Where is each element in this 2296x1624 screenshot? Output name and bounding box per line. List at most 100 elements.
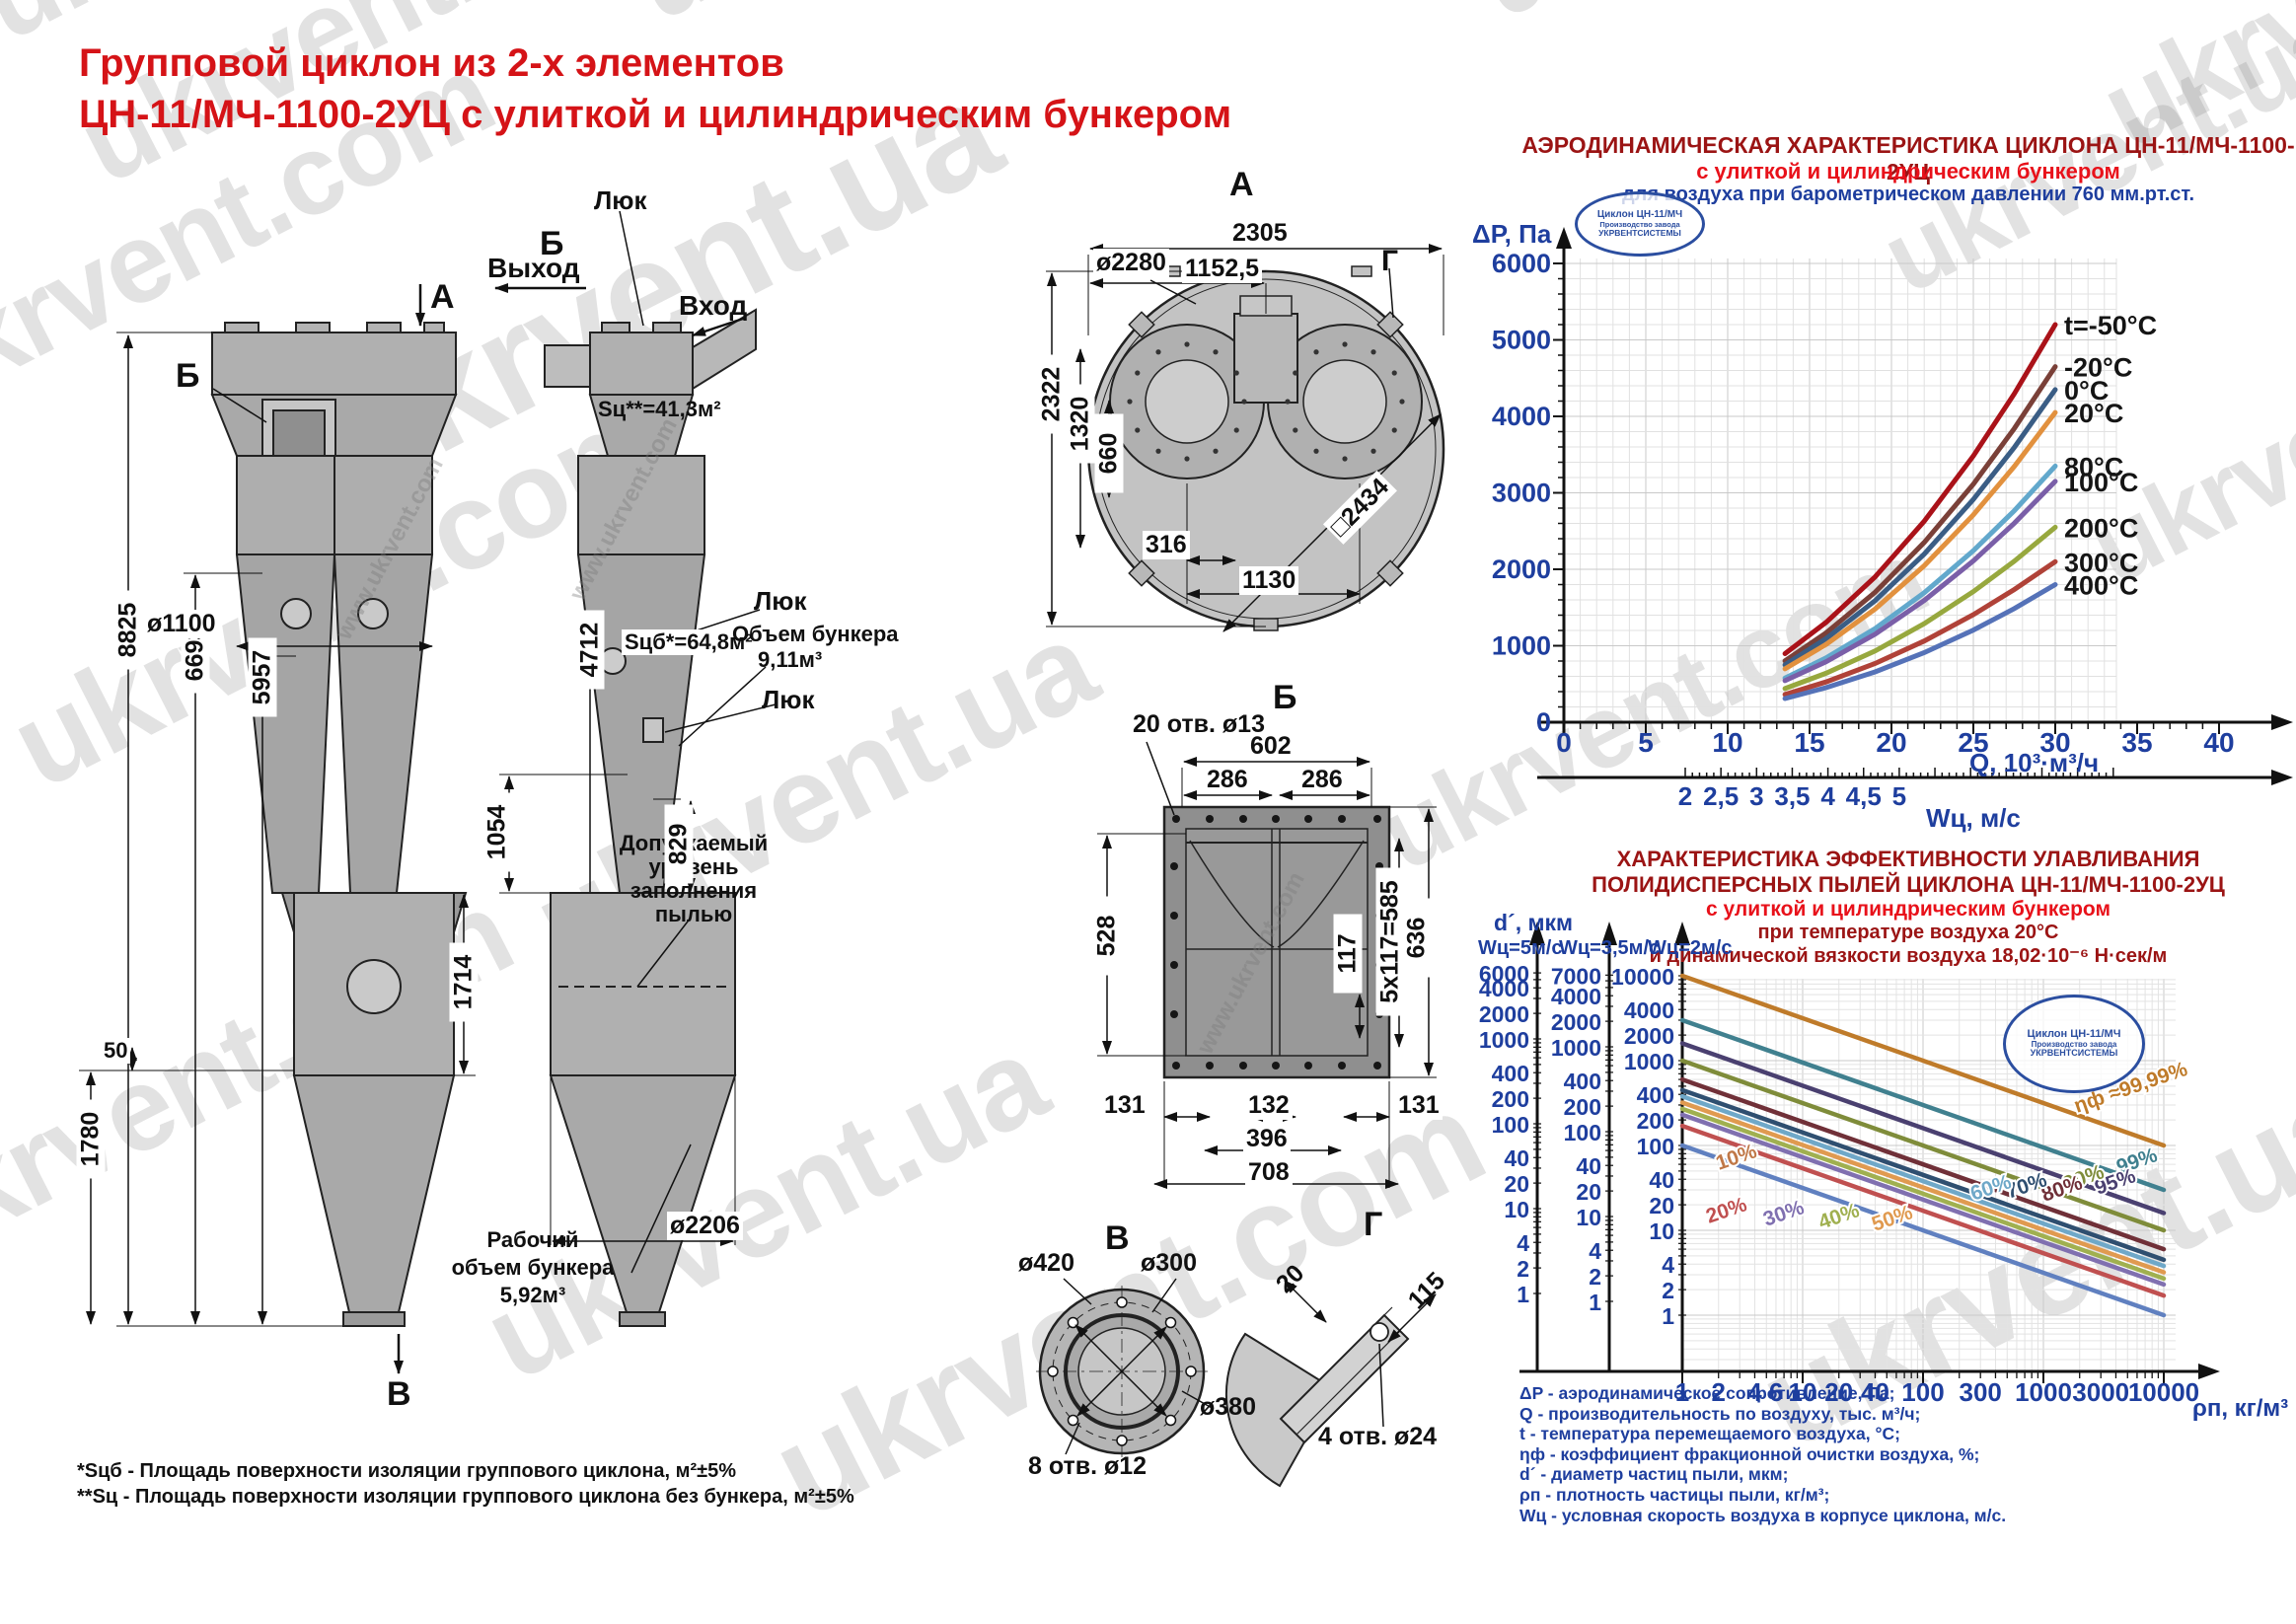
svg-text:1: 1 [1675,1377,1689,1407]
svg-text:5: 5 [1638,727,1654,758]
svg-text:200: 200 [1492,1086,1529,1112]
svg-text:10000: 10000 [2128,1377,2199,1407]
svg-text:10: 10 [1576,1205,1601,1230]
chart1-legend-label: 400°C [2064,571,2138,601]
svg-text:100: 100 [1564,1120,1601,1145]
svg-text:2,5: 2,5 [1703,781,1739,811]
dim-316: 316 [1143,531,1190,559]
chart1-legend-label: t=-50°C [2064,311,2157,340]
svg-text:2000: 2000 [1551,1009,1601,1035]
chart2-axis-header-3: Wц=2м/с [1648,937,1733,959]
chart1-legend-label: 100°C [2064,468,2138,497]
dim-1130: 1130 [1239,566,1299,595]
ukrvent-logo: Циклон ЦН-11/МЧ Производство завода УКРВ… [1575,191,1705,257]
svg-text:6: 6 [1769,1377,1783,1407]
svg-text:3,5: 3,5 [1774,781,1810,811]
definition-line: t - температура перемещаемого воздуха, °… [1519,1424,1900,1444]
svg-text:4000: 4000 [1624,997,1674,1023]
logo2-line3: УКРВЕНТСИСТЕМЫ [2030,1048,2118,1059]
hatch-label-lower: Люк [762,685,815,714]
svg-text:1000: 1000 [1492,631,1551,661]
dim-1780: 1780 [76,1099,106,1179]
logo-line1: Циклон ЦН-11/МЧ [1596,209,1683,221]
front-section-label-b: Б [176,357,200,395]
chart2-title2: ПОЛИДИСПЕРСНЫХ ПЫЛЕЙ ЦИКЛОНА ЦН-11/МЧ-11… [1592,872,2225,897]
front-view-label-a: А [430,278,455,316]
svg-text:3000: 3000 [1492,479,1551,508]
svg-text:2: 2 [1589,1264,1601,1290]
front-view-drawing [210,322,468,1327]
chart1-ylabel: ΔP, Па [1472,219,1552,249]
dim-50: 50 [101,1038,131,1064]
svg-text:100: 100 [1901,1377,1944,1407]
chart1-series [1782,582,2058,701]
dim-d420: ø420 [1018,1249,1074,1277]
svg-text:20: 20 [1576,1179,1601,1205]
page-title-line1: Групповой циклон из 2-х элементов [79,41,784,85]
dim-4712: 4712 [575,610,605,690]
chart2-axis-header-2: Wц=3,5м/с [1559,937,1661,959]
view-v-title: В [1105,1219,1130,1257]
chart1-series [1782,558,2058,698]
svg-text:4: 4 [1589,1238,1601,1264]
svg-text:40: 40 [1649,1167,1674,1193]
bunker-volume-line1: Объем бункера [732,622,899,646]
svg-text:4: 4 [1662,1252,1674,1278]
svg-text:4: 4 [1747,1377,1762,1407]
chart2-line-label: 20% [1703,1193,1750,1228]
chart2-line [1679,1143,2167,1318]
logo-line2: Производство завода [1599,219,1680,229]
dim-d1100: ø1100 [144,610,219,638]
dust-level-line4: пылью [654,902,733,926]
chart1-title: АЭРОДИНАМИЧЕСКАЯ ХАРАКТЕРИСТИКА ЦИКЛОНА … [1521,132,2295,185]
chart1-legend-label: 0°C [2064,376,2109,406]
svg-text:4,5: 4,5 [1846,781,1882,811]
svg-text:6000: 6000 [1479,961,1529,987]
ukrvent-logo-2: Циклон ЦН-11/МЧ Производство завода УКРВ… [2003,995,2145,1093]
svg-text:400: 400 [1637,1082,1674,1108]
chart2-axis-header-1: Wц=5м/с [1478,937,1563,959]
insulation-area-no-bunker: Sц**=41,3м² [598,397,721,421]
dim-1054: 1054 [482,792,512,872]
svg-text:1000: 1000 [1551,1035,1601,1061]
logo2-line1: Циклон ЦН-11/МЧ [2027,1028,2121,1041]
svg-text:1: 1 [1517,1282,1529,1307]
svg-text:5000: 5000 [1492,326,1551,355]
svg-text:1000: 1000 [2015,1377,2072,1407]
svg-text:1000: 1000 [1479,1027,1529,1053]
chart1-xlabel2: Wц, м/с [1926,803,2021,833]
chart1-legend-label: 200°C [2064,513,2138,543]
svg-text:20: 20 [1876,727,1906,758]
chart2-line [1679,1100,2167,1275]
page-title-line2: ЦН-11/МЧ-1100-2УЦ с улиткой и цилиндриче… [79,93,1232,136]
chart2-note2: и динамической вязкости воздуха 18,02·10… [1649,945,2168,967]
view-g-dimensions [1284,1280,1437,1428]
svg-text:400: 400 [1492,1061,1529,1086]
view-g-title: Г [1364,1206,1383,1243]
chart2-note1: при температуре воздуха 20°С [1757,922,2059,943]
view-a-title: А [1229,166,1254,203]
svg-text:40: 40 [1861,1377,1889,1407]
dim-286r: 286 [1298,766,1346,794]
chart1-legend-label: 20°C [2064,399,2123,428]
chart1-series [1782,479,2058,684]
svg-text:20: 20 [1504,1171,1529,1197]
dim-1152-5: 1152,5 [1182,255,1263,283]
hatch-label-mid: Люк [754,586,807,616]
dust-level-line1: Допускаемый [619,831,769,855]
chart1-series [1782,409,2058,672]
footnote-2: **Sц - Площадь поверхности изоляции груп… [77,1486,854,1508]
svg-text:3000: 3000 [2072,1377,2129,1407]
chart1-series [1782,524,2058,692]
dim-286l: 286 [1204,766,1251,794]
view-g-holes: 4 отв. ø24 [1318,1423,1438,1450]
work-volume-line3: 5,92м³ [499,1283,566,1307]
svg-text:25: 25 [1958,727,1988,758]
svg-text:300: 300 [1960,1377,2002,1407]
view-g-drawing [1224,1306,1410,1488]
inlet-label: Вход [679,290,748,321]
svg-text:15: 15 [1794,727,1824,758]
dim-5957: 5957 [248,637,277,717]
chart2-line [1679,1123,2167,1298]
